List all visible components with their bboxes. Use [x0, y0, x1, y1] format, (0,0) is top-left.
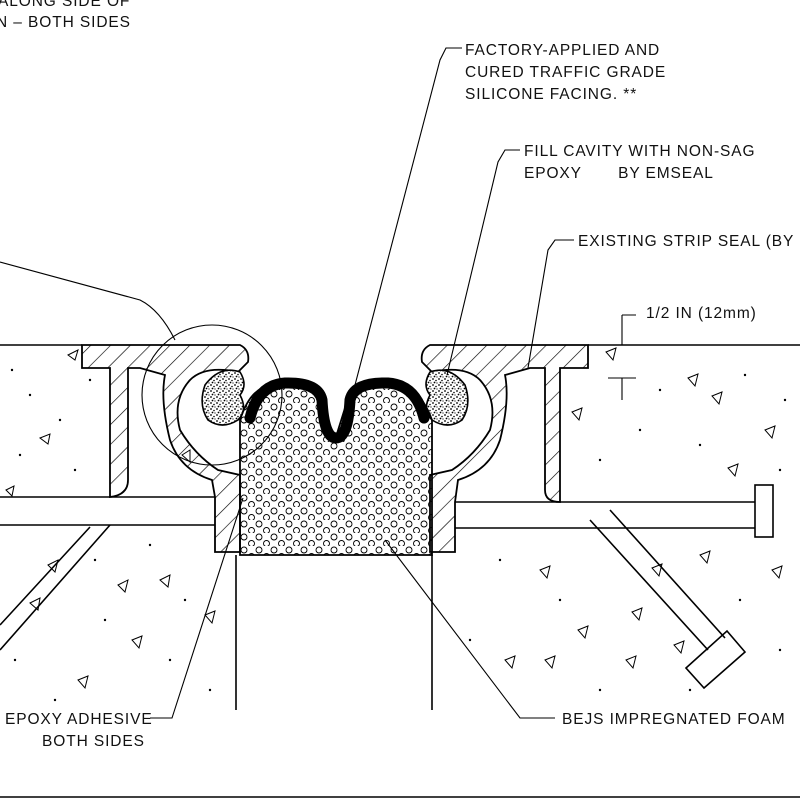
- epoxy-fill-right: [425, 369, 469, 426]
- note-fill-line2: EPOXY BY EMSEAL: [524, 165, 714, 182]
- anchor-bar-right: [455, 484, 774, 538]
- leader-fill: [446, 149, 520, 376]
- leader-existing: [527, 239, 574, 369]
- note-foam: BEJS IMPREGNATED FOAM: [562, 711, 786, 728]
- anchor-stud-left-diagonal: [0, 524, 111, 651]
- concrete-sand-dots: [10, 368, 787, 702]
- epoxy-fill-left: [201, 369, 245, 426]
- note-fill-line1: FILL CAVITY WITH NON-SAG: [524, 143, 755, 160]
- detail-callout-circle: [141, 324, 283, 466]
- note-top-left-line2: N – BOTH SIDES: [0, 14, 131, 31]
- concrete-slab-right: [431, 344, 800, 710]
- concrete-aggregate-symbols: [5, 347, 783, 690]
- anchor-bar-left: [0, 496, 215, 526]
- note-top-left-line1: ALONG SIDE OF: [0, 0, 130, 10]
- note-epoxy-line1: EPOXY ADHESIVE: [5, 711, 153, 728]
- leader-foam: [384, 539, 555, 719]
- note-dimension: 1/2 IN (12mm): [646, 305, 757, 322]
- leader-factory: [354, 47, 462, 386]
- note-epoxy-line2: BOTH SIDES: [42, 733, 145, 750]
- dimension-mark: [608, 314, 636, 400]
- silicone-facing: [244, 377, 430, 444]
- impregnated-foam-body: [239, 384, 433, 556]
- note-existing-strip-seal: EXISTING STRIP SEAL (BY: [578, 233, 794, 250]
- leader-top-left: [0, 261, 176, 341]
- note-factory-line2: CURED TRAFFIC GRADE: [465, 64, 666, 81]
- concrete-slab-left: [0, 344, 237, 710]
- leader-epoxy: [150, 497, 244, 719]
- note-factory-line1: FACTORY-APPLIED AND: [465, 42, 660, 59]
- anchor-stud-right-diagonal: [589, 509, 747, 690]
- note-factory-line3: SILICONE FACING. **: [465, 86, 637, 103]
